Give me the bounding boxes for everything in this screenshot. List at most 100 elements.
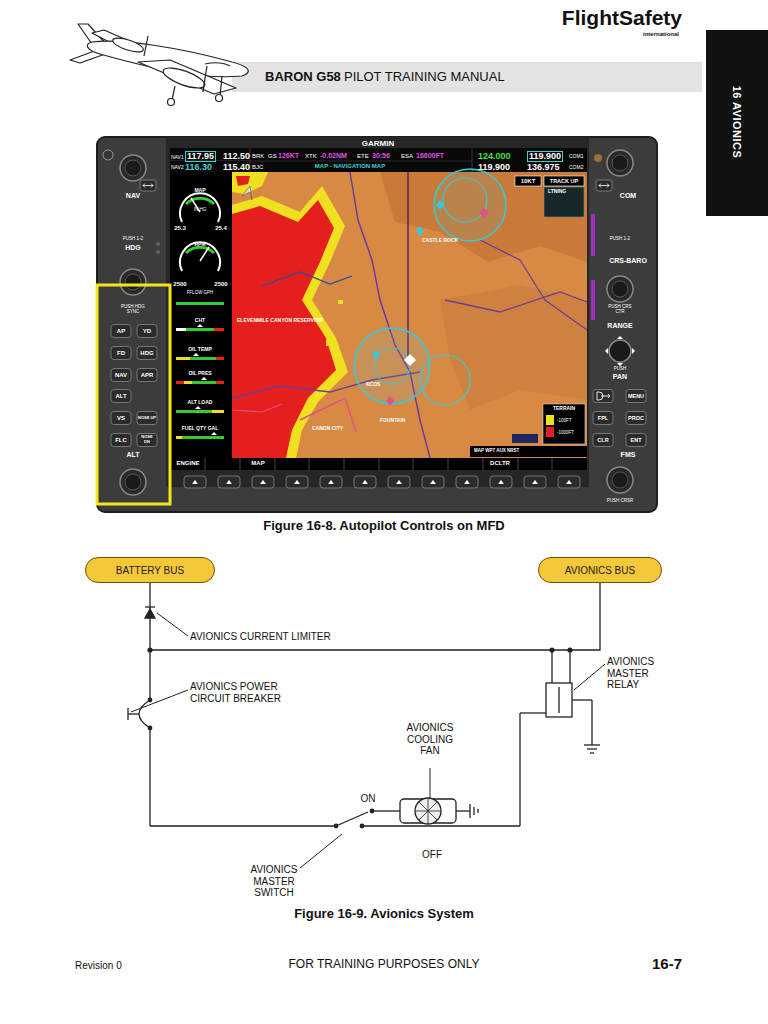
knob-label: PUSH CRSR xyxy=(607,498,634,503)
button-label: VS xyxy=(117,415,125,422)
gauge-value: 2500 xyxy=(173,281,186,288)
revision-note: Revision 0 xyxy=(75,960,122,972)
knob-label: ALT xyxy=(126,451,139,459)
frequency: 116.30 xyxy=(185,162,212,172)
callout-label: AVIONICS MASTER RELAY xyxy=(607,656,662,691)
data-value: 126KT xyxy=(278,152,299,160)
softkey-arrows xyxy=(192,480,572,484)
junction-dots xyxy=(147,647,572,828)
button-label: HDG xyxy=(140,350,153,357)
data-field: BJC xyxy=(252,164,263,171)
bus-bar: AVIONICS BUS xyxy=(538,557,662,583)
radio-label: COM1 xyxy=(569,154,583,160)
softkey-buttons xyxy=(184,476,580,488)
figure-caption: Figure 16-8. Autopilot Controls on MFD xyxy=(263,519,504,534)
gauge-label: CHT xyxy=(195,318,205,324)
data-value: 16600FT xyxy=(416,152,444,160)
header-band xyxy=(232,62,702,92)
mfd-bezel xyxy=(97,137,657,512)
softkey-label: DCLTR xyxy=(490,460,510,467)
bus-wire xyxy=(150,583,600,650)
button-label: CLR xyxy=(597,437,608,443)
button-label: AP xyxy=(117,328,125,335)
button-label: MENU xyxy=(628,393,644,399)
bus-label: BATTERY BUS xyxy=(116,565,184,576)
radio-label: NAV2 xyxy=(171,165,184,171)
gauge-label: MAP xyxy=(194,188,205,194)
left-bezel-controls xyxy=(103,150,160,495)
frequency: 117.95 xyxy=(185,151,216,162)
map-setting: LTNING xyxy=(548,189,566,195)
data-field: XTK xyxy=(305,153,317,160)
button-label: FLC xyxy=(115,437,127,444)
frequency: 112.50 xyxy=(223,151,250,161)
map-status: MAP WPT AUX NRST xyxy=(474,448,519,453)
map-place: ELEVENMILE CANYON RESERVOIR xyxy=(237,318,323,324)
avionics-schematic xyxy=(128,607,605,868)
button-label: PROC xyxy=(628,415,644,421)
section-tab: 16 AVIONICS xyxy=(731,86,744,159)
gauge-value: 25.4 xyxy=(215,225,227,232)
data-value: -0.02NM xyxy=(320,152,347,160)
brand-name: GARMIN xyxy=(362,139,394,148)
gauge-label: FUEL QTY GAL xyxy=(182,426,218,432)
radio-label: NAV1 xyxy=(171,155,184,161)
button-label: NOSE DN xyxy=(138,435,156,444)
page-title: MAP - NAVIGATION MAP xyxy=(315,163,385,170)
callout-label: AVIONICS CURRENT LIMITER xyxy=(190,631,331,643)
section-tab-background xyxy=(706,30,768,216)
knob-label: PUSH HDG SYNC xyxy=(118,304,148,314)
gauge-label: RPM xyxy=(194,242,205,248)
footer-note: FOR TRAINING PURPOSES ONLY xyxy=(289,958,480,972)
knob-label: PAN xyxy=(613,373,627,381)
map-setting: TRACK UP xyxy=(550,178,578,184)
data-field: ETE xyxy=(357,153,369,160)
bus-bar: BATTERY BUS xyxy=(85,557,215,583)
logo-subtext: international xyxy=(643,31,679,38)
frequency: 115.40 xyxy=(223,162,250,172)
airplane-sketch xyxy=(70,24,248,106)
manual-title: PILOT TRAINING MANUAL xyxy=(344,70,505,85)
gauge-label: OIL TEMP xyxy=(188,347,212,353)
data-field: GS xyxy=(268,153,277,160)
button-label: NAV xyxy=(115,372,127,379)
legend-value: -100FT xyxy=(557,418,572,423)
frequency: 119.900 xyxy=(527,151,563,162)
gauge-label: ALT LOAD xyxy=(188,400,213,406)
button-label: NOSE UP xyxy=(138,416,156,421)
map-setting: 10KT xyxy=(521,178,536,185)
knob-label: COM xyxy=(620,192,636,200)
button-label: ENT xyxy=(631,437,642,443)
button-label: ALT xyxy=(115,393,126,400)
callout-label: AVIONICS POWER CIRCUIT BREAKER xyxy=(190,681,305,704)
manual-title: BARON G58 xyxy=(265,70,341,85)
bus-label: AVIONICS BUS xyxy=(565,565,635,576)
data-value: 30:56 xyxy=(372,152,390,160)
knob-label: NAV xyxy=(126,192,140,200)
knob-label: PUSH CRS CTR xyxy=(605,304,635,314)
softkey-bar xyxy=(170,458,587,470)
switch-position: OFF xyxy=(422,849,442,861)
softkey-label: MAP xyxy=(251,460,264,467)
map-place: FOUNTAIN xyxy=(380,418,405,424)
map-place: CANON CITY xyxy=(312,426,343,432)
knob-label: RANGE xyxy=(607,322,632,330)
button-label: APR xyxy=(141,372,154,379)
navigation-map xyxy=(232,169,587,458)
knob-label: FMS xyxy=(621,451,636,459)
gauge-value: 25.3 xyxy=(174,225,186,232)
figure-caption: Figure 16-9. Avionics System xyxy=(294,907,474,922)
radio-label: COM2 xyxy=(569,165,583,171)
callout-label: AVIONICS COOLING FAN xyxy=(403,722,458,757)
logo-text: FlightSafety xyxy=(562,6,682,30)
softkey-label: ENGINE xyxy=(176,460,199,467)
frequency: 136.975 xyxy=(527,162,560,172)
frequency: 119.900 xyxy=(478,162,510,172)
direct-to-symbol xyxy=(597,392,610,400)
knob-label: PUSH 1-2 xyxy=(610,236,630,241)
gauge-label: IN HG xyxy=(194,207,207,212)
frequency: 124.000 xyxy=(478,151,511,161)
legend-value: -1000FT xyxy=(557,430,574,435)
page-number: 16-7 xyxy=(652,955,682,972)
